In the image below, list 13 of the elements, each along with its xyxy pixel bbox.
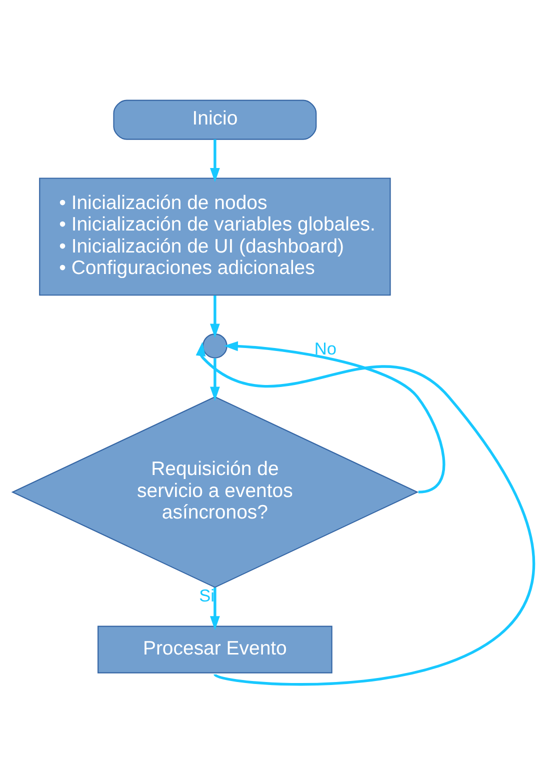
edge-label: Si	[199, 585, 215, 606]
node-diamond: Requisición de servicio a eventos asíncronos?	[11, 396, 419, 588]
node-box: Procesar Evento	[98, 625, 332, 673]
arrow	[210, 358, 220, 400]
arrow	[196, 341, 534, 686]
arrow	[210, 294, 220, 338]
node-box: Inicio	[113, 99, 317, 140]
arrow	[210, 587, 220, 630]
arrow	[210, 138, 220, 182]
arrow	[224, 340, 446, 493]
node-circle	[202, 333, 228, 358]
edge-label: No	[314, 338, 336, 358]
node-box: • Inicialización de nodos • Inicialización de variables globales. • Inicialización de UI (dashboard) • Configuraciones adicionales	[39, 177, 391, 296]
